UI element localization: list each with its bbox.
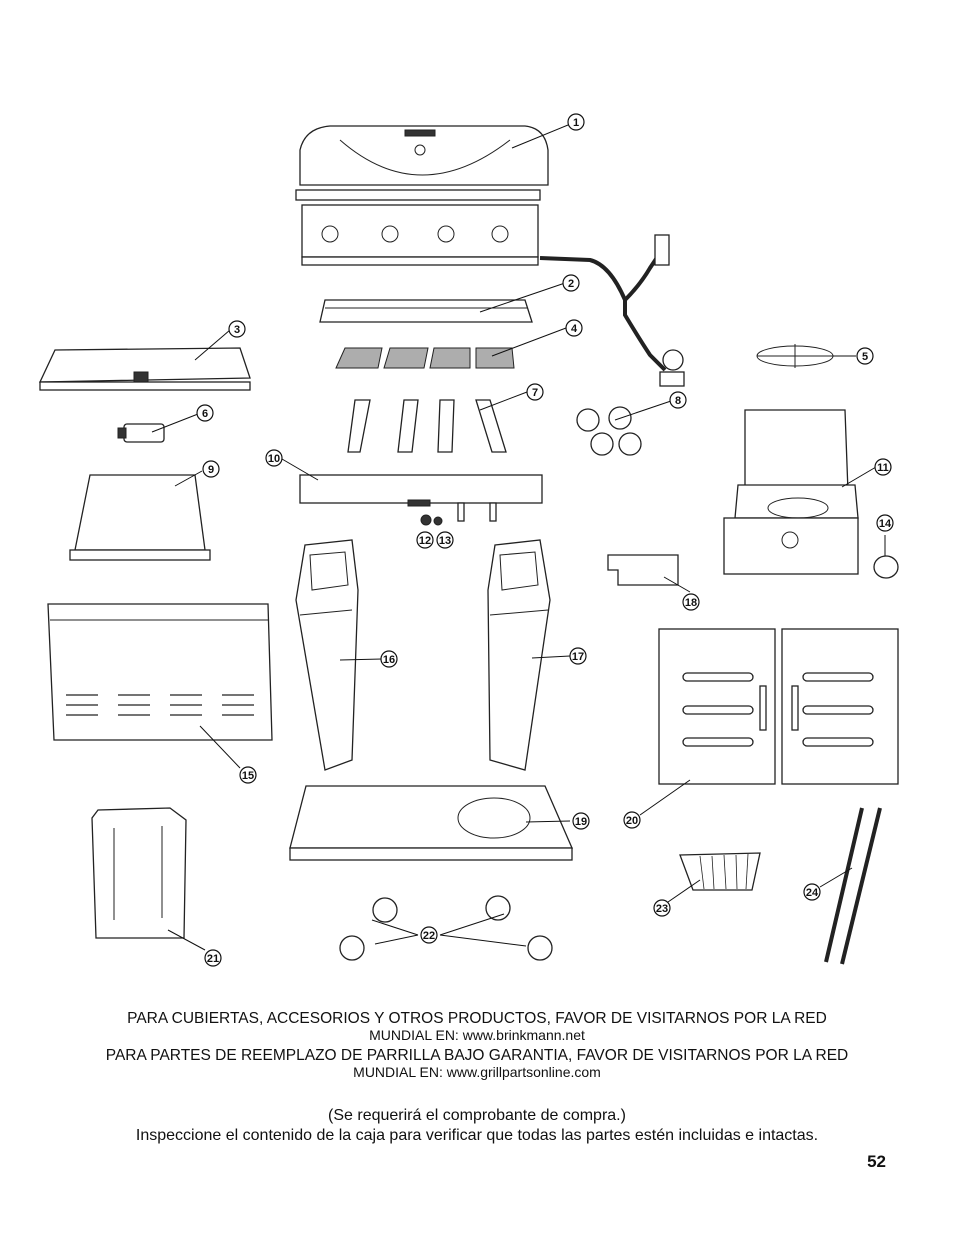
part-burner-assembly [299,474,543,522]
part-bracket [607,554,679,586]
svg-text:5: 5 [862,351,868,363]
part-cooking-grids [335,347,515,369]
part-rods [824,807,882,965]
part-control-knobs [576,406,642,456]
part-fittings [420,514,443,526]
inspect-note: Inspeccione el contenido de la caja para… [135,1127,819,1144]
part-grease-tray [69,474,211,561]
part-igniter [117,423,165,443]
callout-8: 8 [669,391,687,409]
svg-text:15: 15 [242,770,254,782]
web-notice-line: PARA PARTES DE REEMPLAZO DE PARRILLA BAJ… [105,1047,849,1064]
part-warming-rack [319,299,533,323]
receipt-note: (Se requerirá el comprobante de compra.) [328,1107,626,1124]
svg-text:23: 23 [656,903,668,915]
callout-16: 16 [380,650,398,668]
web-notice-url: MUNDIAL EN: www.grillpartsonline.com [353,1064,601,1080]
callout-7: 7 [526,383,544,401]
web-notice-line: PARA CUBIERTAS, ACCESORIOS Y OTROS PRODU… [127,1010,827,1027]
part-back-panel [47,603,273,741]
callout-18: 18 [682,593,700,611]
callout-12: 12 [416,531,434,549]
svg-text:8: 8 [675,395,681,407]
part-bottom-shelf [289,785,573,861]
callout-4: 4 [565,319,583,337]
callout-10: 10 [265,449,283,467]
svg-text:3: 3 [234,324,240,336]
part-side-burner [723,409,859,575]
parts-diagram: 1 2 3 4 5 6 7 8 9 10 11 12 13 14 15 16 1… [38,113,899,967]
callout-23: 23 [653,899,671,917]
callout-21: 21 [204,949,222,967]
part-basket [679,852,761,891]
svg-text:4: 4 [571,323,578,335]
callout-22: 22 [420,926,438,944]
svg-text:10: 10 [268,453,280,465]
part-left-frame [295,539,359,771]
svg-text:12: 12 [419,535,431,547]
callout-14: 14 [876,514,894,532]
part-side-panel [91,807,187,939]
web-notice-grillparts: PARA PARTES DE REEMPLAZO DE PARRILLA BAJ… [0,1047,954,1080]
svg-text:14: 14 [879,518,892,530]
callout-19: 19 [572,812,590,830]
svg-text:18: 18 [685,597,697,609]
svg-text:11: 11 [877,462,889,474]
part-side-burner-knob [873,555,899,579]
svg-text:21: 21 [207,953,219,965]
web-notice-url: MUNDIAL EN: www.brinkmann.net [369,1027,585,1043]
svg-text:6: 6 [202,408,208,420]
part-right-frame [487,539,551,771]
leader-lines [151,124,886,951]
svg-text:16: 16 [383,654,395,666]
web-notice-brinkmann: PARA CUBIERTAS, ACCESORIOS Y OTROS PRODU… [0,1010,954,1043]
svg-text:22: 22 [423,930,435,942]
callout-2: 2 [562,274,580,292]
svg-text:1: 1 [573,117,579,129]
inspection-notice: (Se requerirá el comprobante de compra.)… [0,1106,954,1146]
part-heat-tents [347,399,507,453]
svg-text:19: 19 [575,816,587,828]
callout-13: 13 [436,531,454,549]
part-side-shelf [38,347,251,391]
page-number: 52 [867,1152,886,1171]
part-grill-head [295,125,549,266]
part-gas-hose [539,234,685,387]
part-casters [339,895,553,961]
svg-text:13: 13 [439,535,451,547]
part-doors [658,628,899,785]
callout-9: 9 [202,460,220,478]
svg-text:7: 7 [532,387,538,399]
svg-text:17: 17 [572,651,584,663]
callout-1: 1 [567,113,585,131]
callout-6: 6 [196,404,214,422]
part-burner-grate [756,344,834,368]
callout-3: 3 [228,320,246,338]
callout-5: 5 [856,347,874,365]
callout-20: 20 [623,811,641,829]
callout-24: 24 [803,883,821,901]
callout-17: 17 [569,647,587,665]
callout-11: 11 [874,458,892,476]
svg-text:9: 9 [208,464,214,476]
svg-text:20: 20 [626,815,638,827]
callout-15: 15 [239,766,257,784]
svg-text:24: 24 [806,887,819,899]
svg-text:2: 2 [568,278,574,290]
